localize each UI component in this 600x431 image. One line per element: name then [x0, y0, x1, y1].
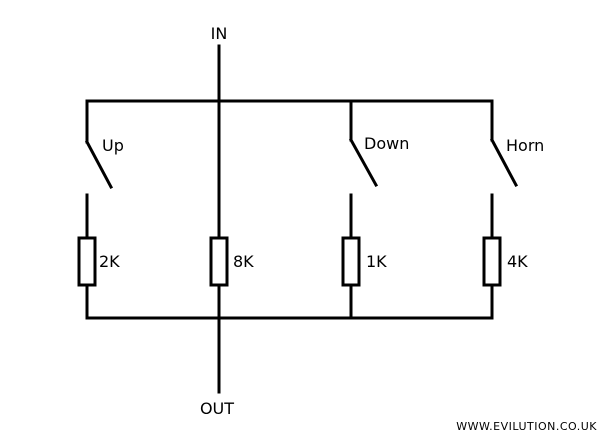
- switch-up: [84, 139, 114, 190]
- input-label: IN: [211, 24, 228, 43]
- resistor-1k: [341, 236, 361, 287]
- output-label: OUT: [200, 399, 234, 418]
- resistor-8k-label: 8K: [233, 252, 254, 271]
- resistor-4k: [482, 236, 502, 287]
- switch-up-label: Up: [102, 136, 124, 155]
- watermark: WWW.EVILUTION.CO.UK: [456, 420, 597, 431]
- switch-down-label: Down: [364, 134, 409, 153]
- resistor-2k: [77, 236, 97, 287]
- resistor-8k: [209, 236, 229, 287]
- switch-horn: [489, 137, 519, 188]
- resistor-1k-label: 1K: [366, 252, 387, 271]
- resistor-2k-label: 2K: [99, 252, 120, 271]
- resistor-4k-label: 4K: [507, 252, 528, 271]
- switch-down: [348, 137, 379, 188]
- switch-horn-label: Horn: [506, 136, 544, 155]
